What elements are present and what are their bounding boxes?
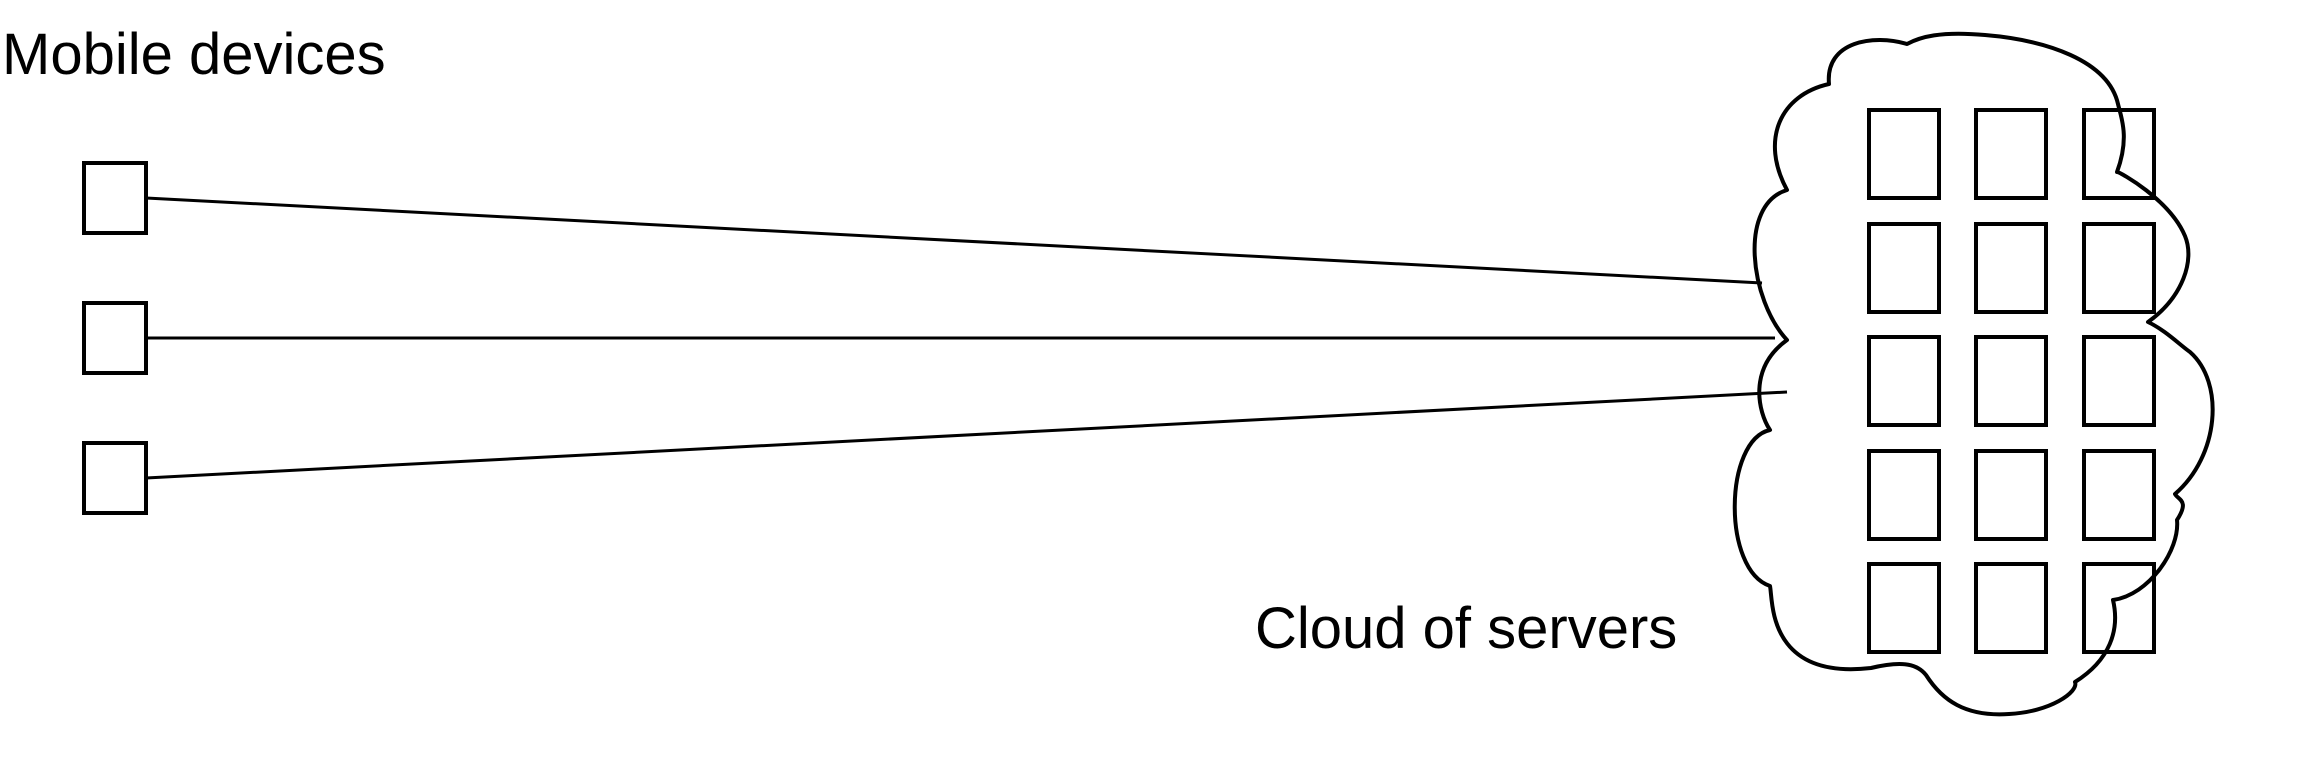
- server-r1-c2: [1974, 108, 2048, 200]
- server-r4-c1: [1867, 449, 1941, 541]
- server-r2-c2: [1974, 222, 2048, 314]
- connection-line-3: [145, 390, 1788, 480]
- server-r1-c1: [1867, 108, 1941, 200]
- cloud-outline: [1732, 31, 2215, 717]
- connection-lines-group: [145, 196, 1788, 480]
- server-r1-c3: [2082, 108, 2156, 200]
- server-r4-c3: [2082, 449, 2156, 541]
- server-r2-c1: [1867, 222, 1941, 314]
- server-r5-c1: [1867, 562, 1941, 654]
- server-grid: [1867, 108, 2156, 654]
- mobile-devices-label: Mobile devices: [2, 22, 386, 87]
- server-r3-c3: [2082, 335, 2156, 427]
- server-r2-c3: [2082, 222, 2156, 314]
- server-r4-c2: [1974, 449, 2048, 541]
- cloud-of-servers-label: Cloud of servers: [1255, 596, 1678, 661]
- mobile-device-1: [82, 161, 148, 235]
- mobile-device-2: [82, 301, 148, 375]
- mobile-devices-group: [82, 161, 148, 515]
- server-r3-c2: [1974, 335, 2048, 427]
- server-r3-c1: [1867, 335, 1941, 427]
- mobile-device-3: [82, 441, 148, 515]
- connection-line-1: [145, 196, 1763, 285]
- server-r5-c3: [2082, 562, 2156, 654]
- server-r5-c2: [1974, 562, 2048, 654]
